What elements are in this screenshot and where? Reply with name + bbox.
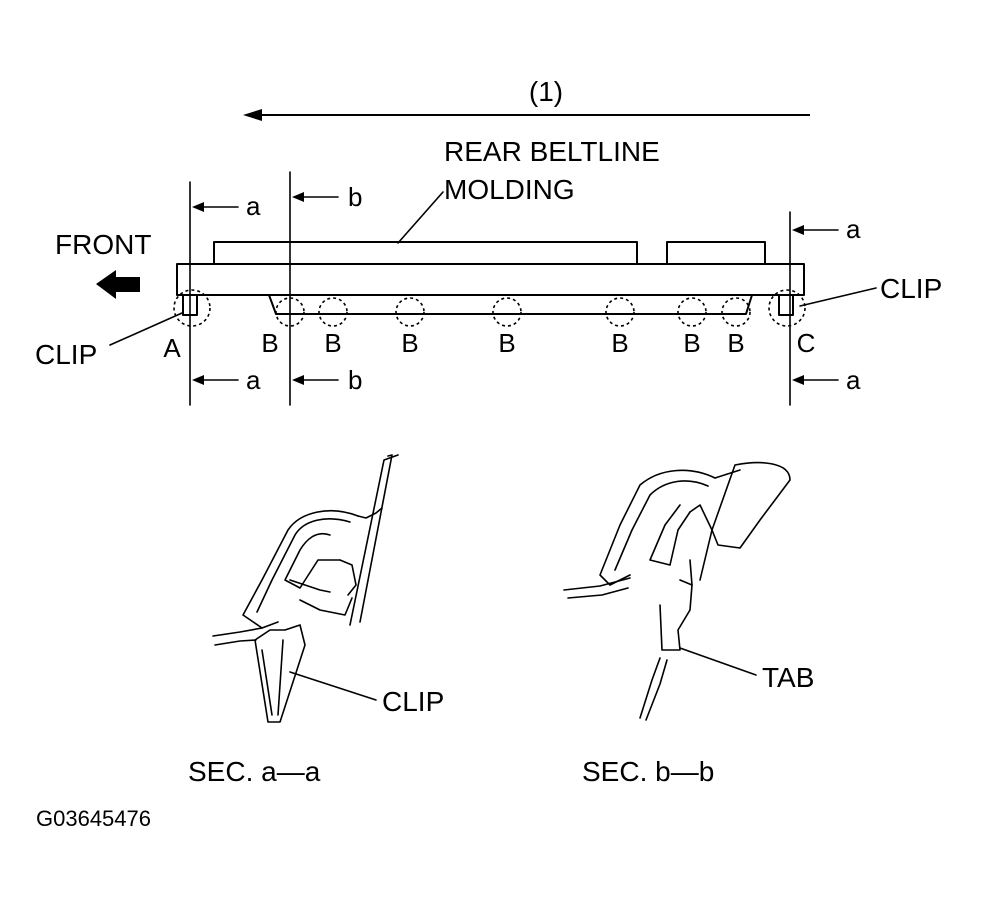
clip-label-left: CLIP [35, 339, 97, 370]
molding-leader-line [397, 191, 444, 244]
molding-outline [176, 241, 805, 316]
clip-label-section: CLIP [382, 686, 444, 717]
clip-position-label: B [498, 328, 515, 358]
cut-label-b-top: b [348, 182, 362, 212]
cut-lines [189, 171, 791, 406]
molding-label-line2: MOLDING [444, 174, 575, 205]
section-a-a-drawing [212, 454, 399, 723]
clip-position-label: B [261, 328, 278, 358]
figure-id: G03645476 [36, 806, 151, 831]
cut-label-a-top-right: a [846, 214, 861, 244]
clip-position-label: B [611, 328, 628, 358]
molding-label-line1: REAR BELTLINE [444, 136, 660, 167]
clip-position-label: C [797, 328, 816, 358]
clip-label-right: CLIP [880, 273, 942, 304]
tab-label: TAB [762, 662, 814, 693]
clip-position-label: B [683, 328, 700, 358]
step-label: (1) [529, 76, 563, 107]
cut-label-a-bottom-right: a [846, 365, 861, 395]
cut-label-a-bottom-left: a [246, 365, 261, 395]
clip-leader-left [109, 312, 183, 346]
clip-position-markers [173, 289, 806, 327]
cut-arrows [192, 192, 839, 385]
direction-arrow [243, 109, 810, 121]
front-label: FRONT [55, 229, 151, 260]
section-b-b-drawing [563, 461, 791, 721]
section-a-title: SEC. a—a [188, 756, 321, 787]
front-arrow-icon [96, 270, 140, 299]
cut-label-a-top-left: a [246, 191, 261, 221]
clip-position-label: B [727, 328, 744, 358]
cut-label-b-bottom: b [348, 365, 362, 395]
section-b-title: SEC. b—b [582, 756, 714, 787]
clip-position-label: B [401, 328, 418, 358]
clip-leader-section [289, 671, 377, 701]
clip-position-label: B [324, 328, 341, 358]
clip-position-label: A [163, 333, 181, 363]
tab-leader [679, 647, 757, 676]
clip-leader-right [799, 287, 877, 307]
